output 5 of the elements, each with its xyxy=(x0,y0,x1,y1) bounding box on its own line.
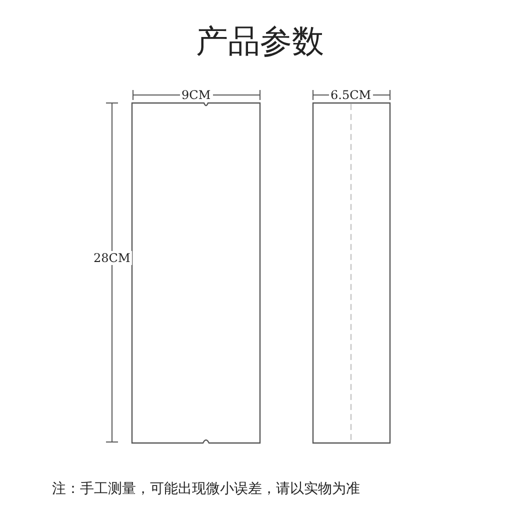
note-text: 注：手工测量，可能出现微小误差，请以实物为准 xyxy=(52,480,360,498)
dimension-label: 9CM xyxy=(180,88,213,102)
title: 产品参数 xyxy=(196,21,324,62)
dimension-label: 6.5CM xyxy=(328,88,374,102)
dimension-label: 28CM xyxy=(92,251,132,265)
